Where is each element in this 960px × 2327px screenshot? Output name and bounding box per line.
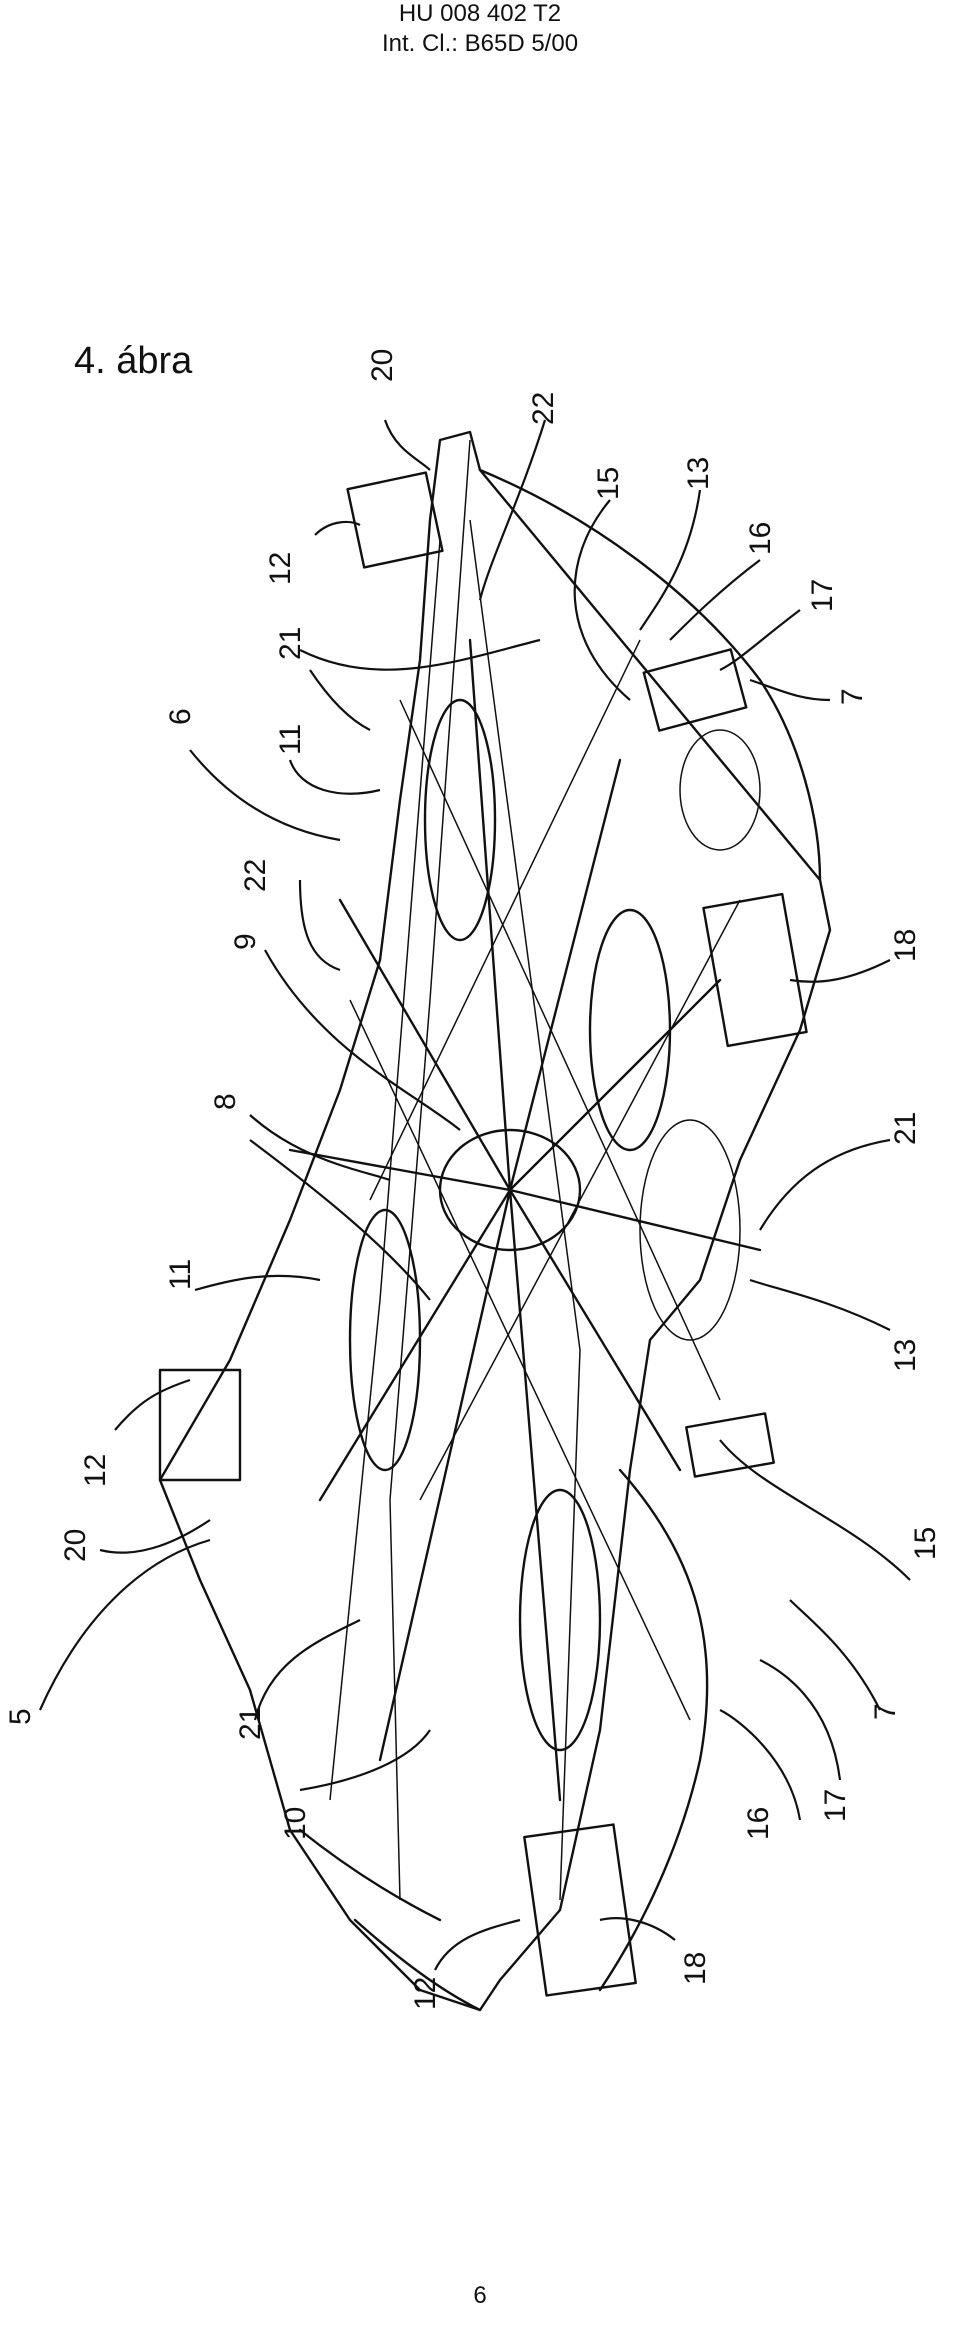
ref-6: 6 [164, 708, 197, 725]
ref-22-left: 22 [239, 859, 272, 892]
ref-10: 10 [279, 1807, 312, 1840]
pallet-ribs [288, 638, 762, 1802]
ref-7-top: 7 [836, 688, 869, 705]
pallet-outline [158, 430, 832, 2012]
figure-title: 4. ábra [74, 340, 193, 382]
ref-17-right: 17 [819, 1789, 852, 1822]
pallet-blocks [158, 471, 808, 1997]
ref-18-bottom: 18 [679, 1952, 712, 1985]
ref-18-right: 18 [889, 929, 922, 962]
ref-12-bottom: 12 [409, 1977, 442, 2010]
ref-16-top: 16 [744, 522, 777, 555]
ref-9: 9 [229, 933, 262, 950]
ref-5: 5 [4, 1708, 37, 1725]
ref-13-right: 13 [889, 1339, 922, 1372]
ref-7-right: 7 [869, 1703, 902, 1720]
ref-13-top: 13 [682, 457, 715, 490]
ref-11-top: 11 [274, 724, 307, 755]
patent-number: HU 008 402 T2 [398, 0, 562, 27]
classification: Int. Cl.: B65D 5/00 [381, 30, 579, 57]
page-number: 6 [473, 2282, 487, 2309]
reference-numerals: 20 22 15 13 16 17 7 12 21 6 11 22 9 8 18… [4, 349, 942, 2010]
ref-22-top: 22 [527, 392, 560, 425]
ref-20-top: 20 [366, 349, 399, 382]
ref-21-right: 21 [889, 1112, 922, 1145]
ref-15-right: 15 [909, 1527, 942, 1560]
leader-lines [38, 419, 911, 1971]
ref-11-left: 11 [164, 1259, 197, 1290]
ref-21-top: 21 [274, 627, 307, 660]
ref-15-top: 15 [592, 467, 625, 500]
ref-16-right: 16 [742, 1807, 775, 1840]
ref-17-top: 17 [806, 579, 839, 612]
ref-12-top: 12 [264, 552, 297, 585]
ref-8: 8 [209, 1093, 242, 1110]
ref-12-left: 12 [79, 1454, 112, 1487]
ref-20-left: 20 [59, 1529, 92, 1562]
ref-21-left: 21 [234, 1707, 267, 1740]
